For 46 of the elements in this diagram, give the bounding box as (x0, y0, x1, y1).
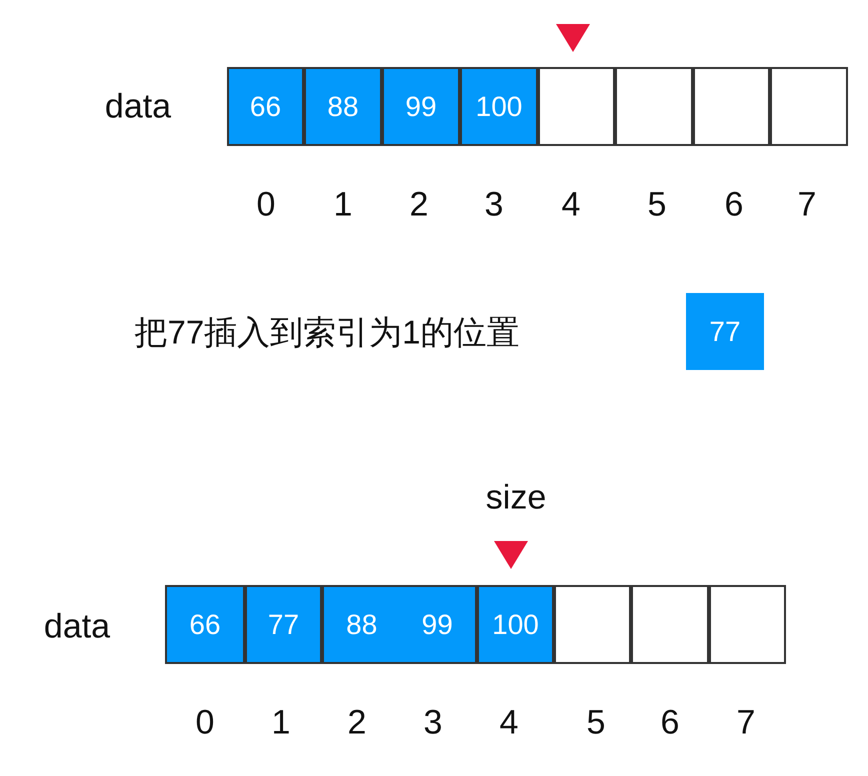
array-name: data (44, 608, 110, 646)
index-number: 5 (648, 186, 666, 224)
instruction-text: 把77插入到索引为1的位置 (134, 312, 520, 352)
cell-value: 100 (476, 90, 522, 122)
array-cell (460, 67, 538, 146)
index-number: 7 (798, 186, 816, 224)
empty-array-cell (538, 67, 615, 146)
empty-array-cell (615, 67, 693, 146)
array-cell (165, 585, 245, 664)
cell-value: 100 (492, 608, 539, 640)
index-number: 2 (348, 704, 366, 742)
index-number: 0 (256, 186, 276, 224)
array-cell (227, 67, 304, 146)
cell-value: 77 (709, 316, 741, 348)
cell-value: 99 (405, 90, 437, 122)
cell-value: 66 (189, 608, 221, 640)
index-number: 7 (736, 704, 756, 742)
index-number: 2 (410, 186, 428, 224)
empty-array-cell (693, 67, 770, 146)
cell-value: 77 (268, 608, 300, 640)
cell-value: 88 (327, 90, 359, 122)
array-cell (304, 67, 382, 146)
index-number: 6 (724, 186, 744, 224)
index-number: 0 (196, 704, 214, 742)
cell-value: 88 (346, 608, 378, 640)
array-name: data (104, 88, 172, 126)
index-number: 4 (562, 186, 580, 224)
empty-array-cell (709, 585, 786, 664)
index-number: 4 (500, 704, 518, 742)
cell-value: 66 (250, 90, 282, 122)
index-number: 1 (272, 704, 290, 742)
array-cell (245, 585, 322, 664)
pointer-label: size (486, 478, 546, 518)
empty-array-cell (554, 585, 631, 664)
array-cell (477, 585, 554, 664)
index-number: 3 (424, 704, 442, 742)
array-cell (686, 293, 764, 370)
index-number: 1 (334, 186, 352, 224)
array-cell (322, 585, 477, 664)
index-number: 3 (484, 186, 504, 224)
empty-array-cell (631, 585, 709, 664)
cell-value: 99 (422, 608, 453, 640)
index-number: 6 (660, 704, 680, 742)
empty-array-cell (770, 67, 848, 146)
index-number: 5 (586, 704, 606, 742)
array-cell (382, 67, 460, 146)
